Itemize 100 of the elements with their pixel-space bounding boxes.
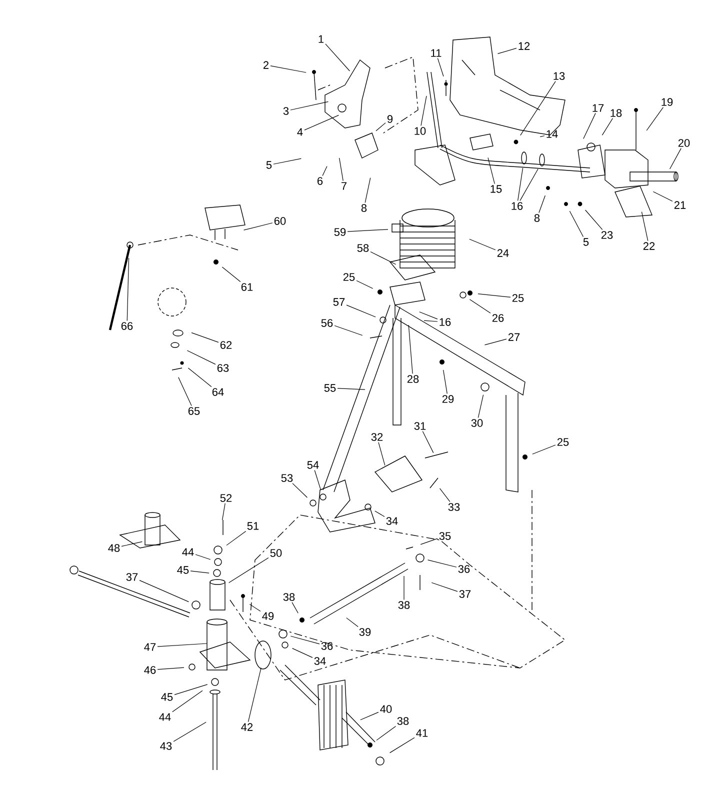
callout-number: 27 xyxy=(508,333,520,341)
leader-line xyxy=(437,58,444,77)
leader-line xyxy=(376,726,396,741)
leader-line xyxy=(469,299,491,314)
leader-line xyxy=(370,251,396,265)
leader-line xyxy=(325,44,350,72)
leader-line xyxy=(374,510,385,517)
callout-number: 3 xyxy=(283,107,289,115)
leader-line xyxy=(408,324,413,374)
callout-number: 60 xyxy=(274,217,286,225)
leader-line xyxy=(248,668,262,722)
callout-number: 44 xyxy=(182,548,194,556)
leader-line xyxy=(646,107,664,131)
callout-number: 5 xyxy=(266,161,272,169)
callout-number: 25 xyxy=(343,273,355,281)
callout-number: 10 xyxy=(414,127,426,135)
leader-line xyxy=(292,648,313,658)
leader-line xyxy=(222,266,241,282)
leader-line xyxy=(641,212,648,242)
callout-number: 5 xyxy=(583,238,589,246)
leader-line xyxy=(290,101,328,110)
callout-number: 19 xyxy=(662,98,673,106)
leader-line xyxy=(443,370,448,394)
leader-line xyxy=(428,560,457,568)
callout-number: 11 xyxy=(431,49,442,57)
callout-number: 46 xyxy=(144,666,156,674)
leader-line xyxy=(497,48,517,54)
leader-line xyxy=(222,503,226,520)
leader-line xyxy=(652,191,673,202)
leader-line xyxy=(346,618,358,627)
callout-number: 56 xyxy=(321,319,333,327)
leader-line xyxy=(419,312,438,320)
leader-line xyxy=(186,350,216,365)
leader-line xyxy=(249,604,261,612)
callout-number: 66 xyxy=(121,322,133,330)
callout-number: 17 xyxy=(592,104,604,112)
leader-line xyxy=(440,488,450,502)
callout-number: 40 xyxy=(380,705,392,713)
leader-line xyxy=(290,636,320,644)
callout-number: 58 xyxy=(357,244,369,252)
callout-number: 35 xyxy=(439,532,451,540)
leader-line xyxy=(314,470,321,490)
callout-number: 54 xyxy=(307,461,319,469)
callout-number: 7 xyxy=(342,182,346,190)
leader-line xyxy=(195,554,211,560)
leader-line xyxy=(292,483,308,498)
callout-number: 61 xyxy=(241,283,253,291)
leader-line xyxy=(292,602,298,614)
callout-number: 8 xyxy=(534,214,540,222)
leader-line xyxy=(422,431,434,454)
callout-number: 45 xyxy=(161,693,173,701)
callout-number: 29 xyxy=(442,395,454,403)
callout-number: 44 xyxy=(159,713,171,721)
leader-line xyxy=(334,325,363,336)
callout-number: 16 xyxy=(440,318,451,326)
callout-number: 25 xyxy=(557,438,569,446)
callout-number: 36 xyxy=(458,565,470,573)
leader-line xyxy=(346,304,376,318)
leader-line xyxy=(228,557,269,583)
callout-number: 38 xyxy=(283,593,295,601)
leader-line xyxy=(244,222,273,230)
callout-number: 52 xyxy=(220,494,232,502)
callout-number: 38 xyxy=(397,717,409,725)
callout-number: 34 xyxy=(314,657,326,665)
callout-number: 64 xyxy=(212,388,224,396)
leader-line xyxy=(583,112,596,140)
callout-number: 16 xyxy=(512,202,523,210)
leader-line xyxy=(226,530,246,546)
leader-line xyxy=(173,722,206,742)
leader-line xyxy=(469,238,496,250)
leader-line xyxy=(270,66,306,73)
leader-line xyxy=(273,158,302,164)
leader-line xyxy=(356,280,374,289)
leader-line xyxy=(478,394,484,418)
callout-number: 38 xyxy=(398,601,410,609)
leader-line xyxy=(585,210,603,230)
leader-line xyxy=(420,96,427,126)
callout-number: 24 xyxy=(497,249,509,257)
callout-number: 53 xyxy=(281,474,293,482)
callout-number: 42 xyxy=(241,723,253,731)
callout-number: 36 xyxy=(321,642,333,650)
leader-line xyxy=(322,166,328,176)
callout-number: 15 xyxy=(490,185,502,193)
leader-line xyxy=(431,582,458,592)
leader-line xyxy=(420,538,438,545)
leader-line xyxy=(520,81,556,136)
leader-line xyxy=(190,570,210,574)
callout-number: 63 xyxy=(217,364,229,372)
leader-line xyxy=(126,258,130,321)
callout-number: 21 xyxy=(674,201,686,209)
callout-number: 13 xyxy=(554,72,565,80)
leader-line xyxy=(376,122,386,132)
callout-number: 32 xyxy=(371,433,383,441)
callout-number: 28 xyxy=(407,375,419,383)
callout-number: 34 xyxy=(386,517,398,525)
leader-line xyxy=(178,377,192,406)
leader-line xyxy=(424,320,438,322)
callout-number: 49 xyxy=(262,612,274,620)
callout-number: 45 xyxy=(177,566,189,574)
leader-line xyxy=(670,148,682,170)
